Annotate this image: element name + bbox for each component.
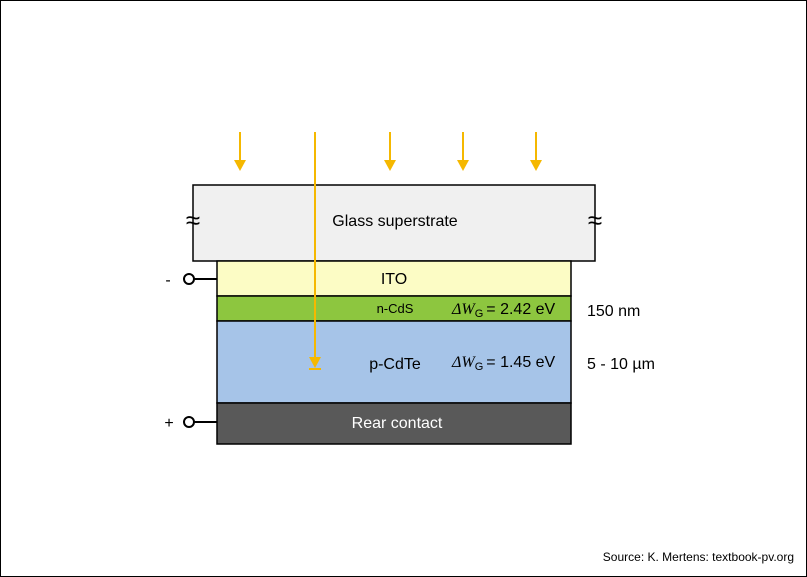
- penetrating-light-arrow: [309, 132, 321, 370]
- negative-terminal-label: -: [165, 272, 170, 289]
- bandgap-symbol: W: [461, 301, 476, 318]
- ncds-label: n-CdS: [377, 301, 414, 316]
- ito-label: ITO: [381, 271, 407, 288]
- glass-layer: [192, 184, 596, 262]
- sunlight-arrows: [234, 132, 542, 370]
- break-mark-left: ≈: [186, 205, 200, 235]
- bandgap-subscript: G: [475, 308, 484, 320]
- bandgap-value: = 1.45 eV: [486, 354, 555, 371]
- break-mark-right: ≈: [588, 205, 602, 235]
- bandgap-delta: Δ: [451, 301, 461, 318]
- light-arrow: [457, 132, 469, 171]
- source-caption: Source: K. Mertens: textbook-pv.org: [603, 550, 794, 564]
- ncds-layer: [216, 295, 572, 322]
- pcdte-label: p-CdTe: [369, 356, 421, 373]
- positive-terminal: [183, 416, 217, 428]
- negative-terminal: [183, 273, 217, 285]
- light-arrow: [384, 132, 396, 171]
- pcdte-thickness: 5 - 10 µm: [587, 356, 655, 373]
- positive-terminal-label: +: [164, 415, 173, 432]
- ncds-thickness: 150 nm: [587, 303, 640, 320]
- light-arrow: [530, 132, 542, 171]
- bandgap-symbol: W: [461, 354, 476, 371]
- rear-contact-label: Rear contact: [352, 415, 443, 432]
- light-arrow: [234, 132, 246, 171]
- bandgap-value: = 2.42 eV: [486, 301, 555, 318]
- pcdte-layer: [216, 320, 572, 404]
- bandgap-subscript: G: [475, 361, 484, 373]
- rear-contact-layer: [216, 402, 572, 445]
- ncds-bandgap: ΔWG= 2.42 eV: [451, 301, 556, 320]
- pcdte-bandgap: ΔWG= 1.45 eV: [451, 354, 556, 373]
- glass-label: Glass superstrate: [332, 213, 457, 230]
- bandgap-delta: Δ: [451, 354, 461, 371]
